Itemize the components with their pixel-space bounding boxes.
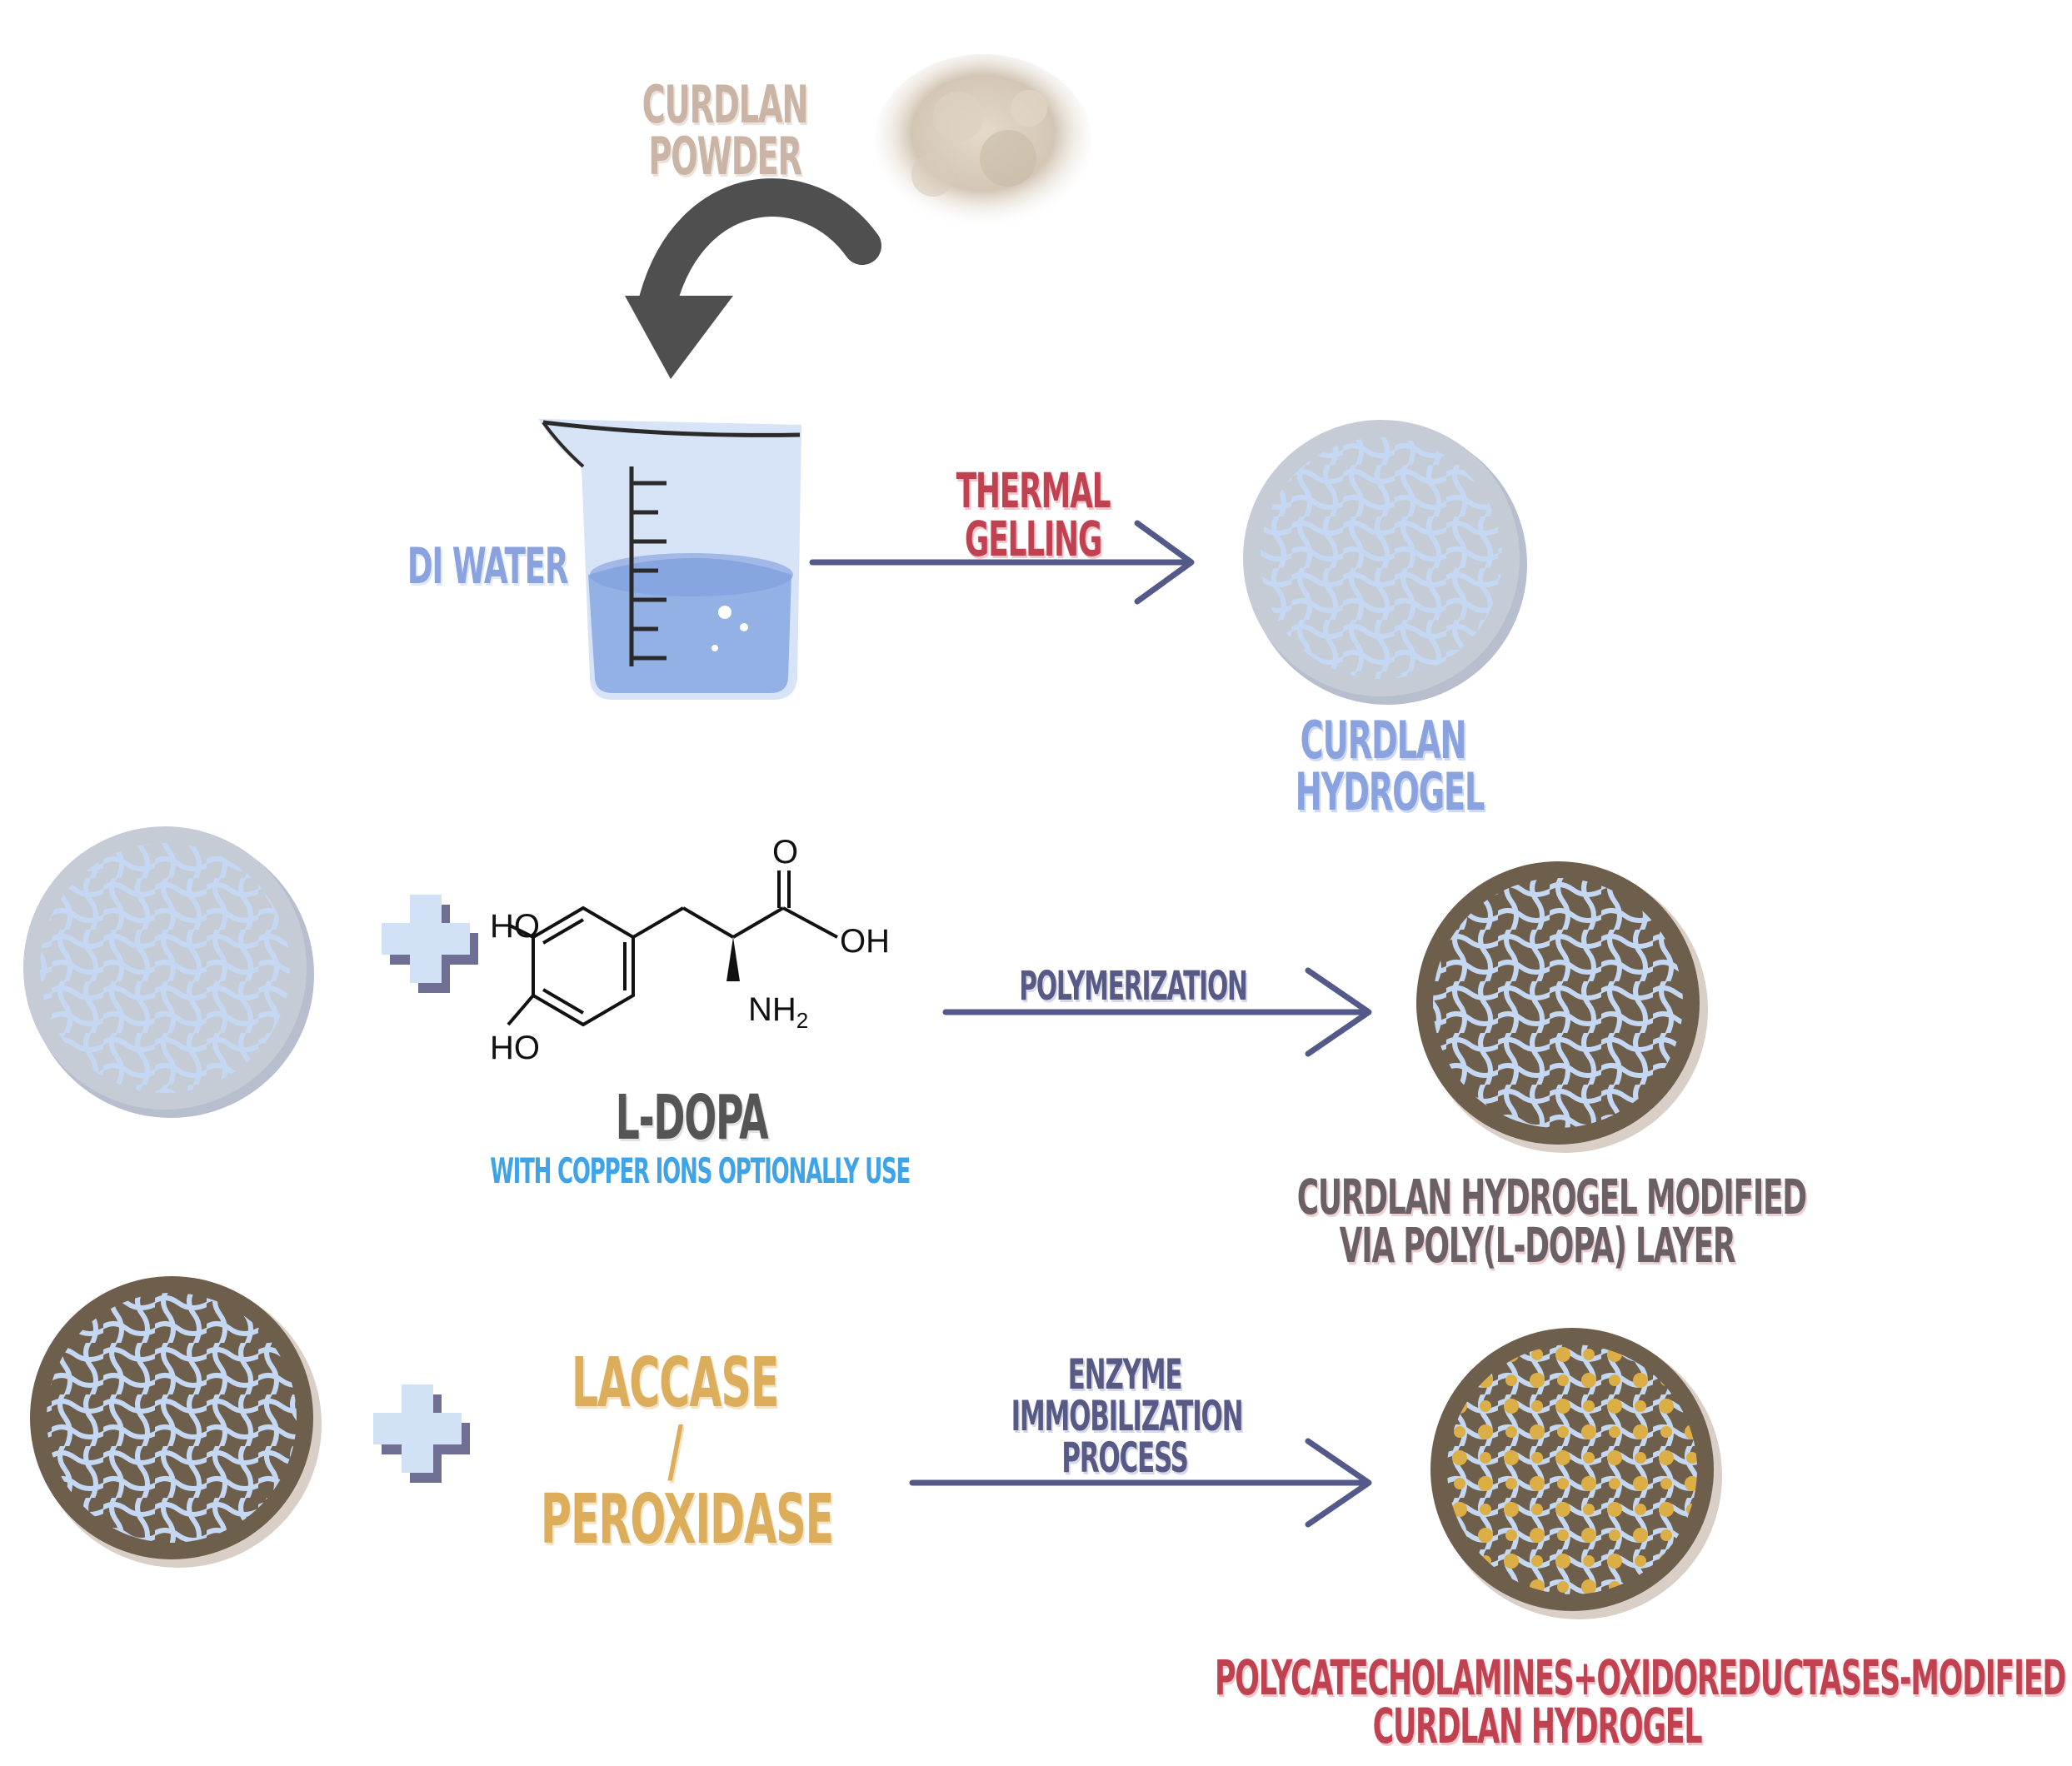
enzymes-label-line-1: LACCASE [571,1344,780,1423]
molecule-oh: OH [840,923,890,960]
final-hydrogel-label: POLYCATECHOLAMINES+OXIDOREDUCTASES-MODIF… [1000,1654,2072,1750]
curdlan-powder-image [875,54,1091,229]
curdlan-hydrogel-disc-2 [23,826,314,1118]
immobilization-label-line-2: IMMOBILIZATION [1011,1392,1244,1440]
di-water-label: DI WATER [350,541,625,591]
ldopa-label-text: L-DOPA [615,1082,769,1154]
immobilization-arrow [909,1438,1372,1528]
molecule-ho-bottom: HO [490,1030,540,1066]
curdlan-hydrogel-disc [1243,420,1527,705]
final-hydrogel-label-line-2: CURDLAN HYDROGEL [1372,1698,1703,1754]
ldopa-label: L-DOPA [533,1087,850,1149]
modified-hydrogel-disc [1416,861,1708,1153]
enzyme-modified-hydrogel-disc [1430,1328,1722,1619]
ldopa-structure [507,871,838,1027]
polymerization-label-text: POLYMERIZATION [1019,963,1248,1010]
beaker-icon [538,418,802,700]
curdlan-powder-label: CURDLAN POWDER [583,79,866,182]
molecule-ho-top: HO [490,908,540,945]
thermal-gelling-arrow [809,520,1195,605]
modified-hydrogel-label-line-2: VIA POLY(L-DOPA) LAYER [1339,1217,1736,1274]
curdlan-hydrogel-label: CURDLAN HYDROGEL [1241,715,1525,818]
enzymes-label-line-2: / [667,1412,683,1491]
curved-arrow-icon [625,178,881,379]
plus-icon-2 [373,1384,470,1483]
molecule-nh-subscript: 2 [796,1008,809,1033]
molecule-nh: NH [748,991,796,1028]
thermal-gelling-label: THERMAL GELLING [883,466,1183,563]
final-hydrogel-label-line-1: POLYCATECHOLAMINES+OXIDOREDUCTASES-MODIF… [1215,1649,2066,1706]
copper-note-label-text: WITH COPPER IONS OPTIONALLY USE [490,1150,911,1191]
copper-note-label: WITH COPPER IONS OPTIONALLY USE [367,1154,1016,1189]
thermal-gelling-label-line-2: GELLING [964,511,1102,567]
molecule-nh2: NH2 [748,993,808,1031]
enzymes-label-line-3: PEROXIDASE [540,1480,834,1559]
immobilization-label-line-3: PROCESS [1061,1434,1189,1482]
di-water-label-text: DI WATER [407,537,569,596]
polymerization-arrow [942,967,1372,1057]
plus-icon [382,895,478,993]
modified-hydrogel-label-line-1: CURDLAN HYDROGEL MODIFIED [1296,1169,1807,1225]
thermal-gelling-label-line-1: THERMAL [956,462,1111,519]
immobilization-label-line-1: ENZYME [1067,1350,1183,1399]
modified-hydrogel-disc-2 [30,1276,322,1568]
immobilization-label: ENZYME IMMOBILIZATION PROCESS [941,1354,1308,1479]
curdlan-powder-label-line-1: CURDLAN [642,74,809,135]
curdlan-powder-label-line-2: POWDER [648,126,802,187]
curdlan-hydrogel-label-line-2: HYDROGEL [1295,761,1485,822]
modified-hydrogel-label: CURDLAN HYDROGEL MODIFIED VIA POLY(L-DOP… [1150,1173,1925,1270]
molecule-oxygen: O [772,834,799,871]
curdlan-hydrogel-label-line-1: CURDLAN [1300,710,1467,771]
enzymes-label: LACCASE / PEROXIDASE [458,1349,891,1554]
polymerization-label: POLYMERIZATION [941,966,1325,1006]
